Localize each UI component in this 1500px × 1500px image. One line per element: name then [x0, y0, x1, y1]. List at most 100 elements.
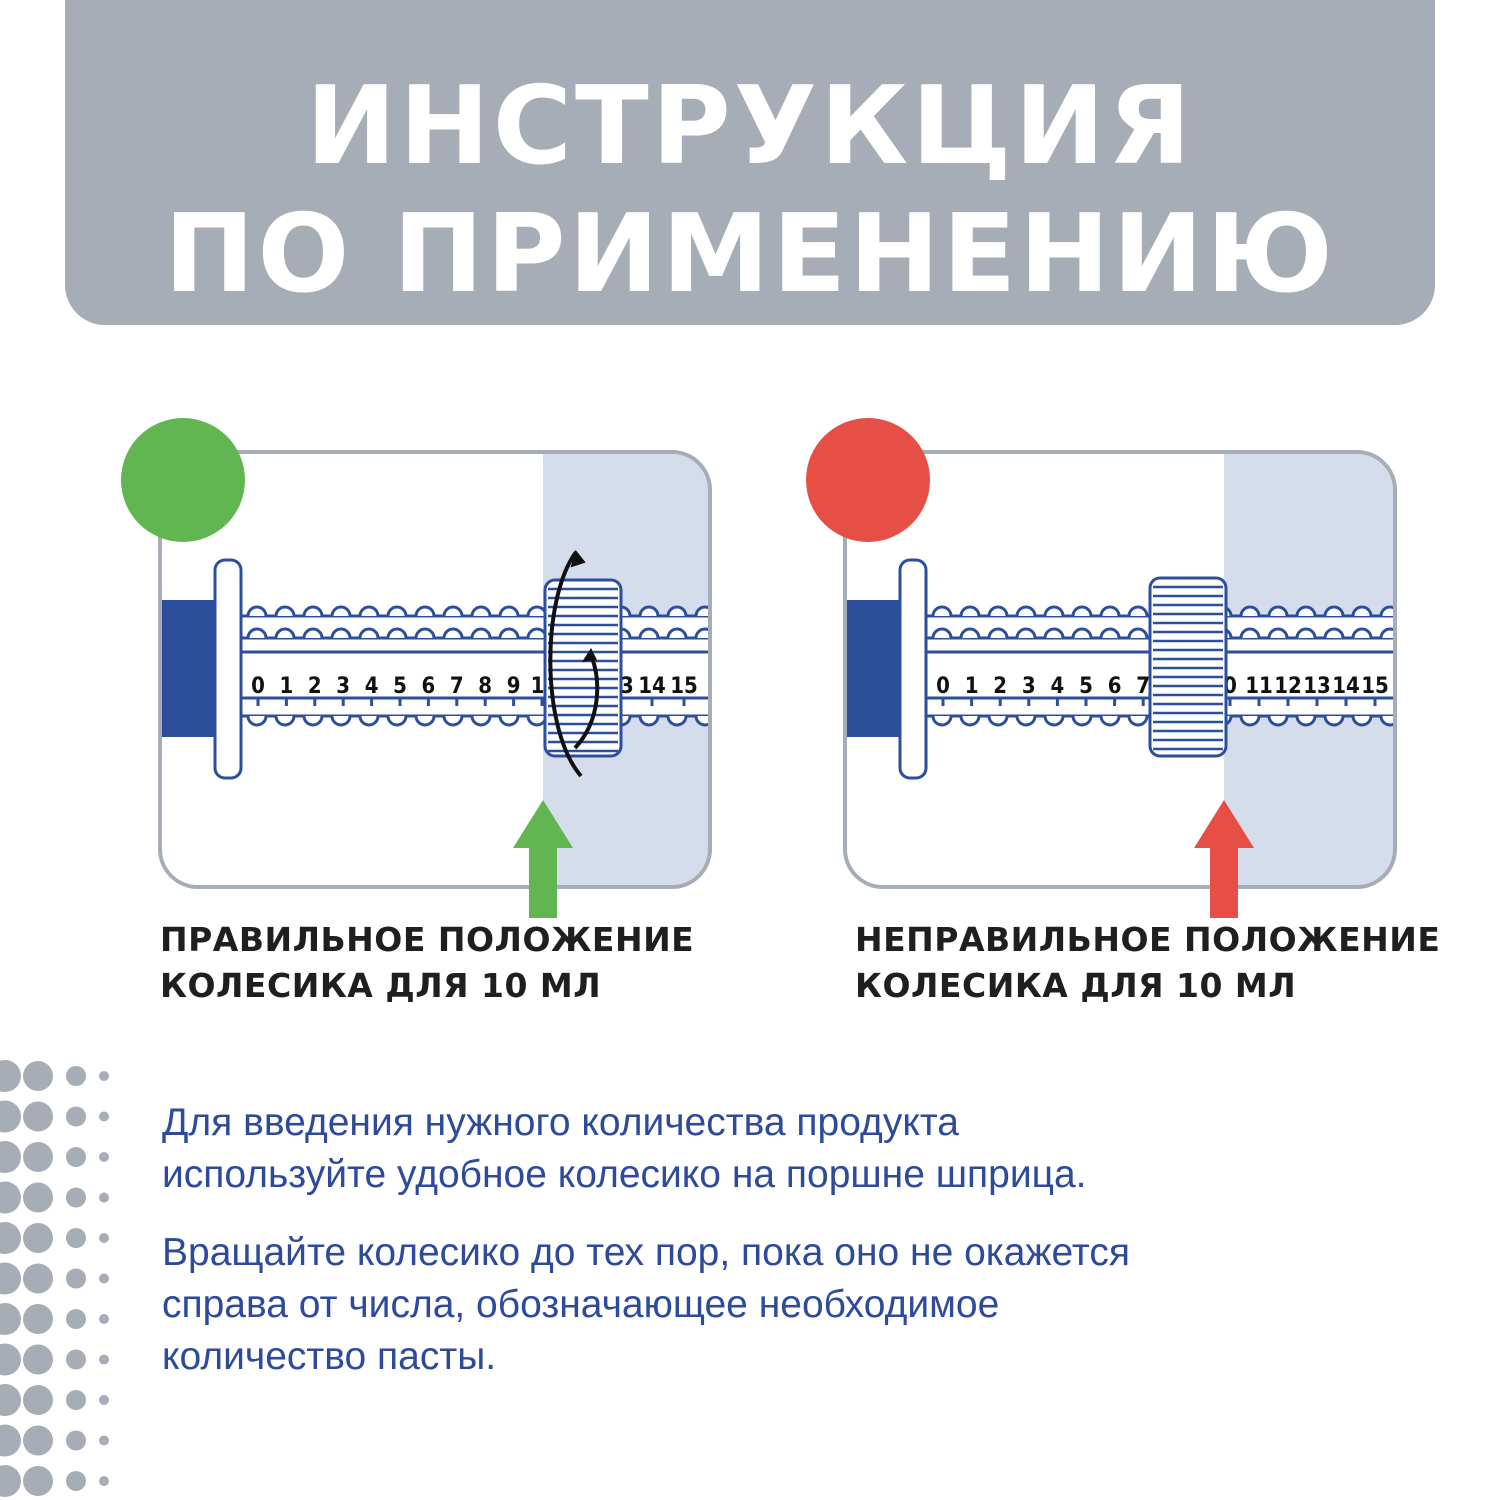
syringe-barrel-end	[160, 600, 218, 737]
decorative-dot	[66, 1228, 86, 1248]
rod-tooth	[470, 627, 492, 639]
rotate-arrowhead-icon	[582, 648, 597, 662]
scale-number: 6	[422, 674, 436, 699]
scale-number: 0	[936, 674, 950, 699]
rod-tooth	[931, 715, 953, 727]
caption-incorrect: НЕПРАВИЛЬНОЕ ПОЛОЖЕНИЕ КОЛЕСИКА ДЛЯ 10 М…	[855, 917, 1440, 1009]
red-dot-icon	[806, 418, 930, 542]
rod-tooth	[330, 627, 352, 639]
decorative-dot	[0, 1141, 21, 1173]
rod-tooth	[302, 605, 324, 617]
rod-tooth	[358, 627, 380, 639]
decorative-dot	[66, 1309, 86, 1329]
rod-tooth	[1099, 605, 1121, 617]
rod-tooth	[1043, 715, 1065, 727]
rod-tooth	[1239, 605, 1261, 617]
syringe-barrel-end	[845, 600, 903, 737]
plunger-flange	[898, 558, 928, 780]
rod-tooth	[1015, 715, 1037, 727]
decorative-dot	[23, 1425, 53, 1456]
instruction-p2-line-1: Вращайте колесико до тех пор, пока оно н…	[162, 1231, 1130, 1274]
rod-tooth	[987, 715, 1009, 727]
instruction-p2-line-3: количество пасты.	[162, 1335, 497, 1378]
rotate-arrowhead-icon	[570, 549, 586, 568]
rod-tooth	[987, 627, 1009, 639]
rod-tooth	[386, 627, 408, 639]
rod-tooth	[330, 605, 352, 617]
caption-incorrect-line-1: НЕПРАВИЛЬНОЕ ПОЛОЖЕНИЕ	[855, 920, 1441, 959]
instruction-p2-line-2: справа от числа, обозначающее необходимо…	[162, 1283, 1000, 1326]
decorative-dot	[23, 1182, 53, 1213]
rod-tooth	[1323, 605, 1345, 617]
decorative-dot	[66, 1349, 86, 1370]
decorative-dot	[99, 1314, 109, 1324]
decorative-dot	[0, 1343, 21, 1376]
rod-tooth	[414, 715, 436, 727]
rod-tooth	[1351, 605, 1373, 617]
scale-number: 1	[280, 674, 294, 699]
instruction-paragraph-1: Для введения нужного количества продукта…	[162, 1097, 1086, 1201]
rod-tooth	[1351, 715, 1373, 727]
rod-tooth	[1323, 627, 1345, 639]
rod-tooth	[1127, 605, 1149, 617]
decorative-dots-pattern	[0, 1060, 109, 1497]
rod-tooth	[246, 627, 268, 639]
scale-number: 1	[965, 674, 979, 699]
rod-tooth	[1295, 627, 1317, 639]
title-banner: ИНСТРУКЦИЯ ПО ПРИМЕНЕНИЮ	[65, 0, 1435, 325]
decorative-dot	[23, 1223, 53, 1253]
scale-number: 12	[1274, 674, 1302, 699]
rod-tooth	[1015, 605, 1037, 617]
caption-correct: ПРАВИЛЬНОЕ ПОЛОЖЕНИЕ КОЛЕСИКА ДЛЯ 10 МЛ	[160, 917, 694, 1009]
decorative-dot	[0, 1262, 21, 1295]
decorative-dot	[0, 1424, 21, 1457]
rod-tooth	[414, 627, 436, 639]
scale-number: 0	[251, 674, 265, 699]
decorative-dot	[66, 1066, 86, 1086]
scale-number: 3	[336, 674, 350, 699]
decorative-dot	[66, 1268, 86, 1289]
rod-tooth	[526, 627, 548, 639]
scale-number: 5	[1079, 674, 1093, 699]
decorative-dot	[0, 1222, 21, 1254]
rod-tooth	[414, 605, 436, 617]
rod-tooth	[246, 715, 268, 727]
rod-tooth	[1267, 627, 1289, 639]
decorative-dot	[66, 1430, 86, 1451]
decorative-dot	[0, 1303, 21, 1335]
rod-tooth	[666, 605, 688, 617]
decorative-dot	[99, 1476, 109, 1486]
scale-number: 15	[1361, 674, 1389, 699]
scale-number: 14	[638, 674, 666, 699]
rod-tooth	[666, 627, 688, 639]
rod-tooth	[358, 715, 380, 727]
rod-tooth	[498, 605, 520, 617]
decorative-dot	[99, 1273, 109, 1284]
decorative-dot	[23, 1263, 53, 1294]
decorative-dot	[0, 1100, 21, 1133]
scale-number: 7	[1136, 674, 1150, 699]
rod-tooth	[638, 627, 660, 639]
decorative-dot	[66, 1471, 86, 1491]
decorative-dot	[66, 1187, 86, 1208]
rod-tooth	[959, 605, 981, 617]
scale-number: 4	[365, 674, 379, 699]
rod-tooth	[442, 627, 464, 639]
scale-number: 2	[993, 674, 1007, 699]
rotate-arrows-icon	[573, 654, 600, 750]
rod-tooth	[358, 605, 380, 617]
rod-tooth	[470, 715, 492, 727]
rod-tooth	[959, 627, 981, 639]
caption-incorrect-line-2: КОЛЕСИКА ДЛЯ 10 МЛ	[855, 966, 1297, 1005]
arrow-up-icon	[1194, 800, 1254, 918]
decorative-dot	[23, 1101, 53, 1132]
decorative-dot	[66, 1106, 86, 1127]
scale-number: 9	[507, 674, 521, 699]
rod-tooth	[470, 605, 492, 617]
rod-tooth	[442, 715, 464, 727]
rod-tooth	[1043, 605, 1065, 617]
